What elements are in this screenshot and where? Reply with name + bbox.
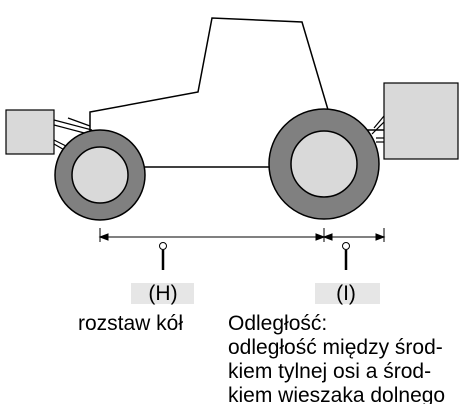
wheelbase-description: rozstaw kół xyxy=(78,312,183,335)
i-marker-bg xyxy=(315,283,380,304)
distance-line-2: kiem tylnej osi a środ- xyxy=(228,360,431,383)
distance-line-3: kiem wieszaka dolnego xyxy=(228,384,445,404)
front-wheel xyxy=(54,129,146,221)
rear-implement xyxy=(371,82,459,160)
rear-wheel xyxy=(268,108,380,220)
arrowhead-axle-left xyxy=(315,233,326,241)
callout-h-dot xyxy=(159,242,167,250)
rear-hub xyxy=(290,130,358,198)
callout-i xyxy=(342,242,350,270)
arrowhead-axle-right xyxy=(322,233,333,241)
front-implement xyxy=(5,109,93,155)
arrowhead-front xyxy=(98,233,109,241)
callout-i-dot xyxy=(342,242,350,250)
front-implement-box xyxy=(5,109,55,155)
distance-title: Odległość: xyxy=(228,312,327,335)
rear-implement-box xyxy=(383,82,459,160)
dimension-line xyxy=(98,228,386,242)
h-marker-bg xyxy=(131,283,194,304)
i-marker-label: (I) xyxy=(336,282,356,305)
distance-line-1: odległość między środ- xyxy=(228,336,443,359)
h-marker-label: (H) xyxy=(148,282,177,305)
rear-linkage xyxy=(371,115,385,143)
arrowhead-hitch xyxy=(375,233,386,241)
callout-h xyxy=(159,242,167,270)
front-hub xyxy=(71,146,129,204)
